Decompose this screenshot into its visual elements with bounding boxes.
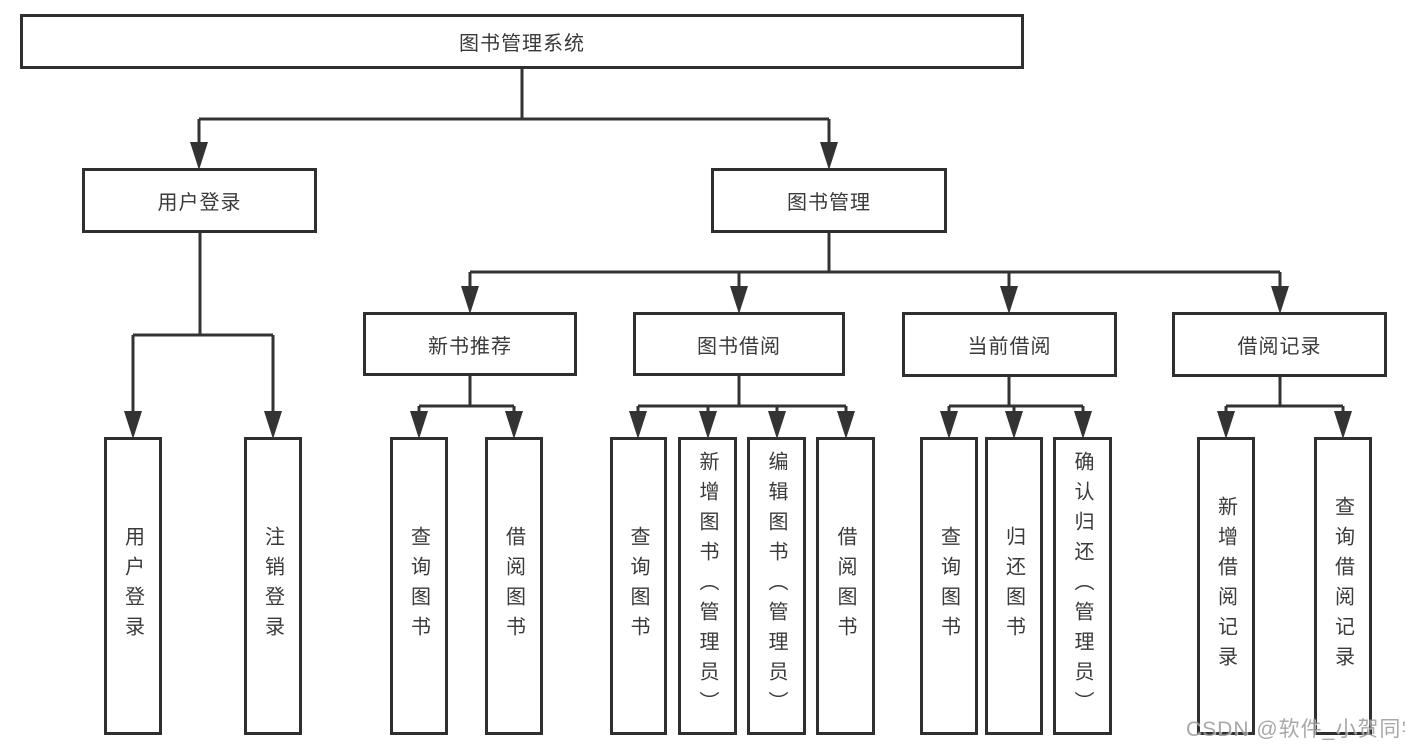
node-borrowing-records: 借阅记录 [1172, 312, 1387, 377]
connector-currentborrow-to-leaves [947, 377, 1085, 416]
leaf-label: 新增图书（管理员） [696, 451, 718, 721]
leaf-query-books-borrowing: 查询图书 [610, 437, 667, 735]
connector-userlogin-to-leaves [131, 233, 275, 414]
leaf-query-books-current: 查询图书 [920, 437, 978, 735]
leaf-label: 新增借阅记录 [1214, 496, 1237, 676]
leaf-label: 编辑图书（管理员） [765, 451, 787, 721]
node-book-management: 图书管理 [711, 168, 947, 233]
leaf-user-login: 用户登录 [104, 437, 162, 735]
leaf-label: 归还图书 [1002, 526, 1025, 646]
node-library-management-system: 图书管理系统 [20, 14, 1024, 69]
connector-bookborrow-to-leaves [636, 376, 848, 416]
node-label: 图书管理系统 [459, 33, 585, 55]
leaf-query-borrow-record: 查询借阅记录 [1314, 437, 1372, 735]
leaf-label: 查询图书 [937, 526, 960, 646]
leaf-label: 借阅图书 [502, 526, 525, 646]
leaf-label: 查询图书 [627, 526, 649, 646]
node-label: 当前借阅 [967, 336, 1052, 358]
node-new-book-recommendation: 新书推荐 [363, 312, 577, 376]
csdn-watermark: CSDN @软件_小贺同学 [1186, 718, 1405, 741]
node-label: 图书管理 [787, 192, 871, 214]
leaf-borrow-books-recommend: 借阅图书 [485, 437, 543, 735]
leaf-label: 查询借阅记录 [1331, 496, 1354, 676]
connector-borrowrecord-to-leaves [1224, 377, 1345, 416]
leaf-label: 用户登录 [121, 526, 144, 646]
leaf-edit-books-admin: 编辑图书（管理员） [747, 437, 806, 735]
node-user-login: 用户登录 [82, 168, 317, 233]
leaf-label: 查询图书 [407, 526, 430, 646]
connector-root-to-level2 [197, 69, 831, 146]
leaf-return-books: 归还图书 [985, 437, 1043, 735]
node-label: 用户登录 [157, 192, 242, 214]
leaf-label: 注销登录 [261, 526, 284, 646]
leaf-label: 借阅图书 [834, 526, 856, 646]
leaf-add-books-admin: 新增图书（管理员） [678, 437, 737, 735]
leaf-query-books-recommend: 查询图书 [390, 437, 448, 735]
node-label: 借阅记录 [1237, 336, 1322, 358]
leaf-borrow-books-borrowing: 借阅图书 [816, 437, 875, 735]
leaf-logout: 注销登录 [244, 437, 302, 735]
leaf-add-borrow-record: 新增借阅记录 [1197, 437, 1255, 735]
connector-newbook-to-leaves [417, 376, 516, 416]
leaf-confirm-return-admin: 确认归还（管理员） [1053, 437, 1112, 735]
leaf-label: 确认归还（管理员） [1071, 451, 1093, 721]
node-label: 新书推荐 [428, 335, 512, 358]
connector-bookmgmt-to-level3 [468, 233, 1282, 291]
node-current-borrowing: 当前借阅 [902, 312, 1117, 377]
node-label: 图书借阅 [697, 335, 781, 358]
arrowhead-icons [124, 142, 1352, 439]
node-book-borrowing: 图书借阅 [633, 312, 845, 376]
